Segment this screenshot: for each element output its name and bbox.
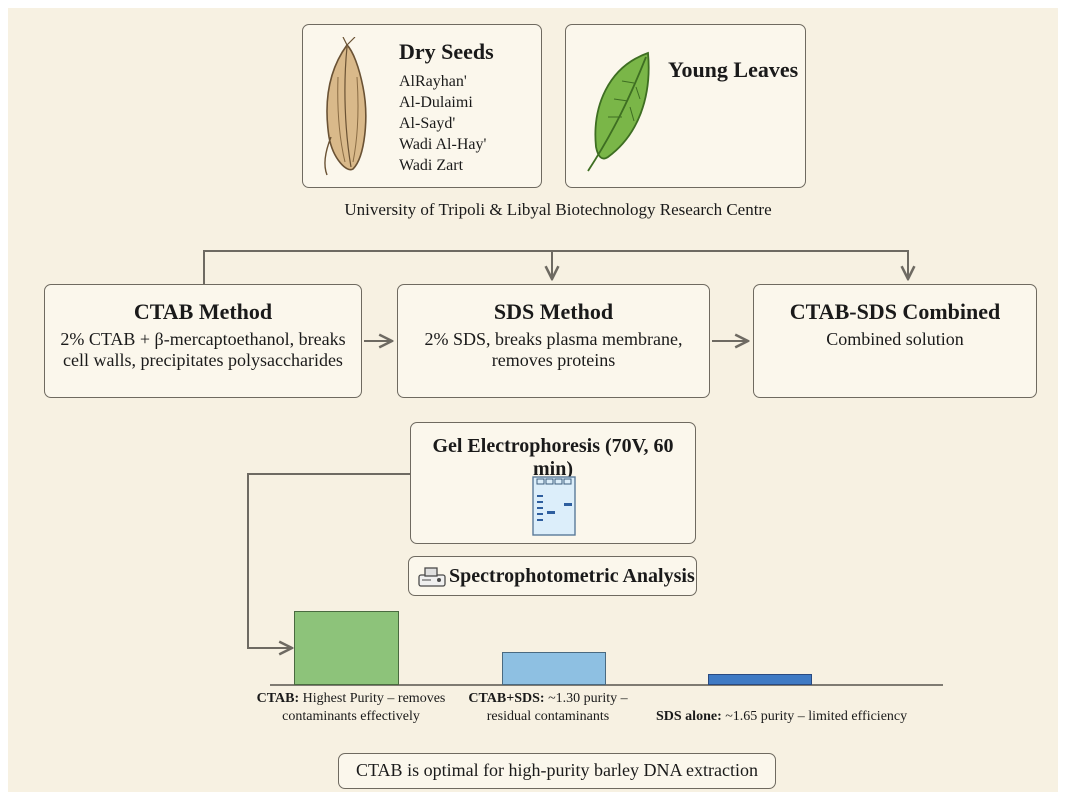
bar-label-sds-alone-line1: ~1.65 purity – limited efficiency <box>721 709 908 724</box>
conclusion-box: CTAB is optimal for high-purity barley D… <box>338 753 776 789</box>
variety-item: Wadi Zart <box>399 157 464 174</box>
bar-label-ctab-sds-line1: ~1.30 purity – <box>544 691 628 706</box>
bar-label-ctab-line1: Highest Purity – removes <box>299 691 446 706</box>
variety-item: Al-Sayd' <box>399 115 456 132</box>
gel-to-chart-arrow <box>247 473 410 648</box>
bar-ctab <box>294 611 399 685</box>
bar-label-sds-alone-key: SDS alone: <box>656 709 722 724</box>
gel-electrophoresis-box: Gel Electrophoresis (70V, 60 min) <box>410 422 696 544</box>
bar-label-sds-alone: SDS alone: ~1.65 purity – limited effici… <box>656 708 946 726</box>
bus-to-ctab-sds-line <box>203 250 908 284</box>
spectrophotometric-box: Spectrophotometric Analysis <box>408 556 697 596</box>
bar-label-ctab-line2: contaminants effectively <box>282 709 420 724</box>
dry-seeds-title: Dry Seeds <box>399 39 494 64</box>
variety-item: Wadi Al-Hay' <box>399 136 487 153</box>
variety-item: AlRayhan' <box>399 73 467 90</box>
purity-chart: CTAB: Highest Purity – removes contamina… <box>8 8 1058 792</box>
variety-list: AlRayhan' Al-Dulaimi Al-Sayd' Wadi Al-Ha… <box>399 71 486 176</box>
young-leaves-box: Young Leaves <box>565 24 806 188</box>
barley-seed-icon <box>324 37 367 176</box>
ctab-method-desc-line2: cell walls, precipitates polysaccharides <box>63 350 343 370</box>
bar-label-ctab-sds-line2: residual contaminants <box>486 709 610 724</box>
sds-method-box: SDS Method 2% SDS, breaks plasma membran… <box>397 284 710 398</box>
conclusion-text: CTAB is optimal for high-purity barley D… <box>356 760 758 780</box>
sds-method-title: SDS Method <box>493 299 614 324</box>
combined-method-desc-line1: Combined solution <box>826 329 964 349</box>
ctab-method-box: CTAB Method 2% CTAB + β-mercaptoethanol,… <box>44 284 362 398</box>
spectrophotometer-icon <box>418 567 446 587</box>
sds-method-desc-line2: removes proteins <box>491 350 616 370</box>
institution-label: University of Tripoli & Libyal Biotechno… <box>344 200 772 219</box>
bar-label-ctab-sds: CTAB+SDS: ~1.30 purity – residual contam… <box>458 690 638 726</box>
gel-icon <box>532 476 576 536</box>
connector-lines <box>203 250 943 686</box>
combined-method-title: CTAB-SDS Combined <box>789 299 1001 324</box>
spectro-title: Spectrophotometric Analysis <box>449 565 695 587</box>
bar-sds-alone <box>708 674 812 685</box>
diagram-canvas: Dry Seeds AlRayhan' Al-Dulaimi Al-Sayd' … <box>8 8 1058 792</box>
leaf-icon <box>587 51 650 172</box>
bar-ctab-sds <box>502 652 606 685</box>
variety-item: Al-Dulaimi <box>399 94 473 111</box>
dry-seeds-box: Dry Seeds AlRayhan' Al-Dulaimi Al-Sayd' … <box>302 24 542 188</box>
gel-title: Gel Electrophoresis (70V, 60 min) <box>432 435 674 480</box>
bar-label-ctab-key: CTAB: <box>256 691 300 706</box>
bar-label-ctab: CTAB: Highest Purity – removes contamina… <box>246 690 456 726</box>
combined-method-box: CTAB-SDS Combined Combined solution <box>753 284 1037 398</box>
young-leaves-title: Young Leaves <box>668 57 799 82</box>
ctab-method-title: CTAB Method <box>133 299 273 324</box>
bar-label-ctab-sds-key: CTAB+SDS: <box>468 691 545 706</box>
sds-method-desc-line1: 2% SDS, breaks plasma membrane, <box>424 329 683 349</box>
ctab-method-desc-line1: 2% CTAB + β-mercaptoethanol, breaks <box>60 329 346 349</box>
